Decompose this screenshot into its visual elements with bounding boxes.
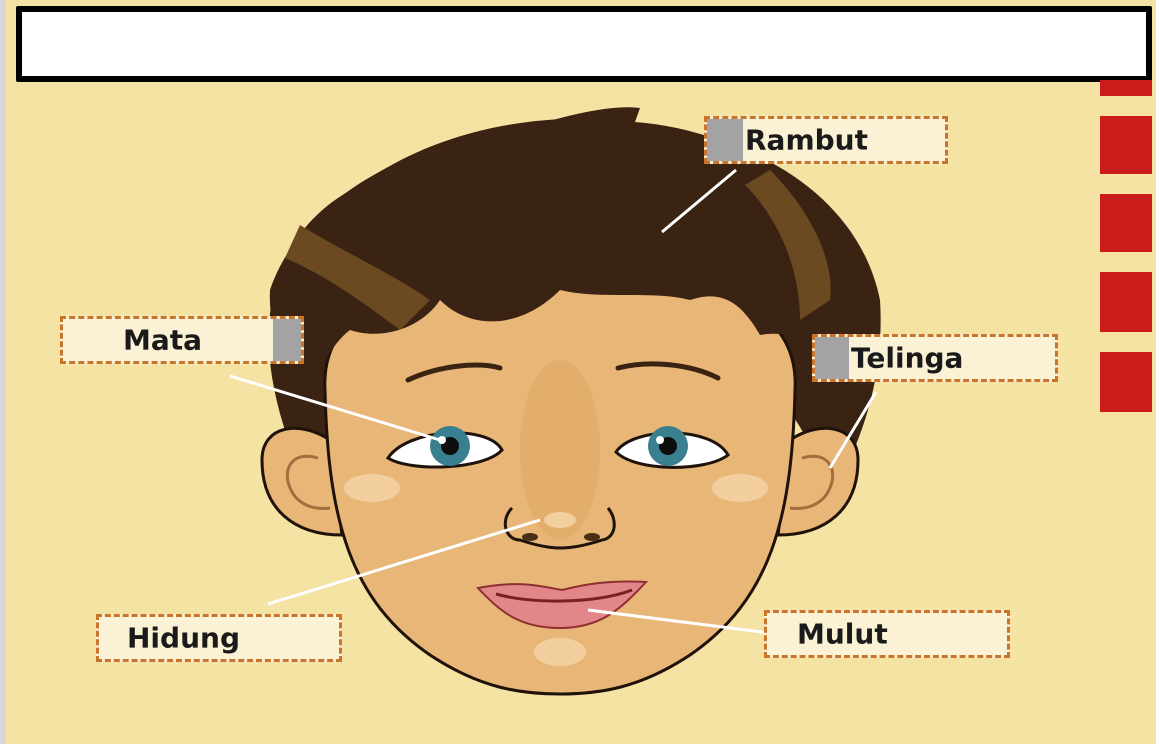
label-mulut-text: Mulut — [797, 618, 888, 651]
label-mata[interactable]: Mata — [60, 316, 304, 364]
label-swatch — [815, 337, 849, 379]
label-telinga[interactable]: Telinga — [812, 334, 1058, 382]
label-hidung-text: Hidung — [127, 622, 240, 655]
label-swatch — [707, 119, 743, 161]
label-mata-text: Mata — [123, 324, 202, 357]
right-cheek-blush — [712, 474, 768, 502]
label-rambut-text: Rambut — [745, 124, 868, 157]
label-hidung[interactable]: Hidung — [96, 614, 342, 662]
label-rambut[interactable]: Rambut — [704, 116, 948, 164]
chin-highlight — [534, 638, 586, 666]
label-swatch — [273, 319, 301, 361]
label-telinga-text: Telinga — [851, 342, 963, 375]
left-cheek-blush — [344, 474, 400, 502]
label-mulut[interactable]: Mulut — [764, 610, 1010, 658]
